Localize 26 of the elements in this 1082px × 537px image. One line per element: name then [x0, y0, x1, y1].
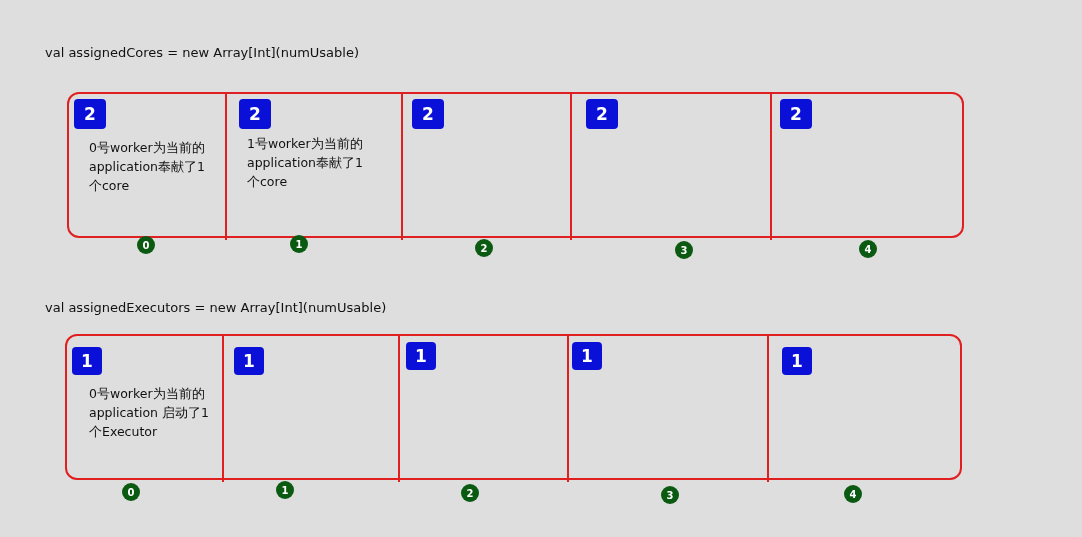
index-circle: 2	[461, 484, 479, 502]
value-badge: 1	[782, 347, 812, 375]
value-badge: 1	[234, 347, 264, 375]
value-badge: 2	[239, 99, 271, 129]
index-circle: 0	[137, 236, 155, 254]
value-badge: 2	[412, 99, 444, 129]
value-badge: 1	[572, 342, 602, 370]
cell-note: 1号worker为当前的application奉献了1个core	[247, 135, 364, 191]
index-circle: 0	[122, 483, 140, 501]
value-badge: 1	[72, 347, 102, 375]
index-circle: 4	[844, 485, 862, 503]
code-heading: val assignedCores = new Array[Int](numUsable)	[45, 45, 360, 60]
value-badge: 2	[586, 99, 618, 129]
cell-note: 0号worker为当前的application 启动了1个Executor	[89, 385, 209, 441]
array-cell	[569, 336, 769, 482]
value-badge: 1	[406, 342, 436, 370]
index-circle: 1	[276, 481, 294, 499]
index-circle: 4	[859, 240, 877, 258]
code-heading: val assignedExecutors = new Array[Int](numUsable)	[45, 300, 387, 315]
value-badge: 2	[74, 99, 106, 129]
value-badge: 2	[780, 99, 812, 129]
index-circle: 3	[675, 241, 693, 259]
index-circle: 2	[475, 239, 493, 257]
cell-note: 0号worker为当前的application奉献了1个core	[89, 139, 206, 195]
index-circle: 1	[290, 235, 308, 253]
index-circle: 3	[661, 486, 679, 504]
